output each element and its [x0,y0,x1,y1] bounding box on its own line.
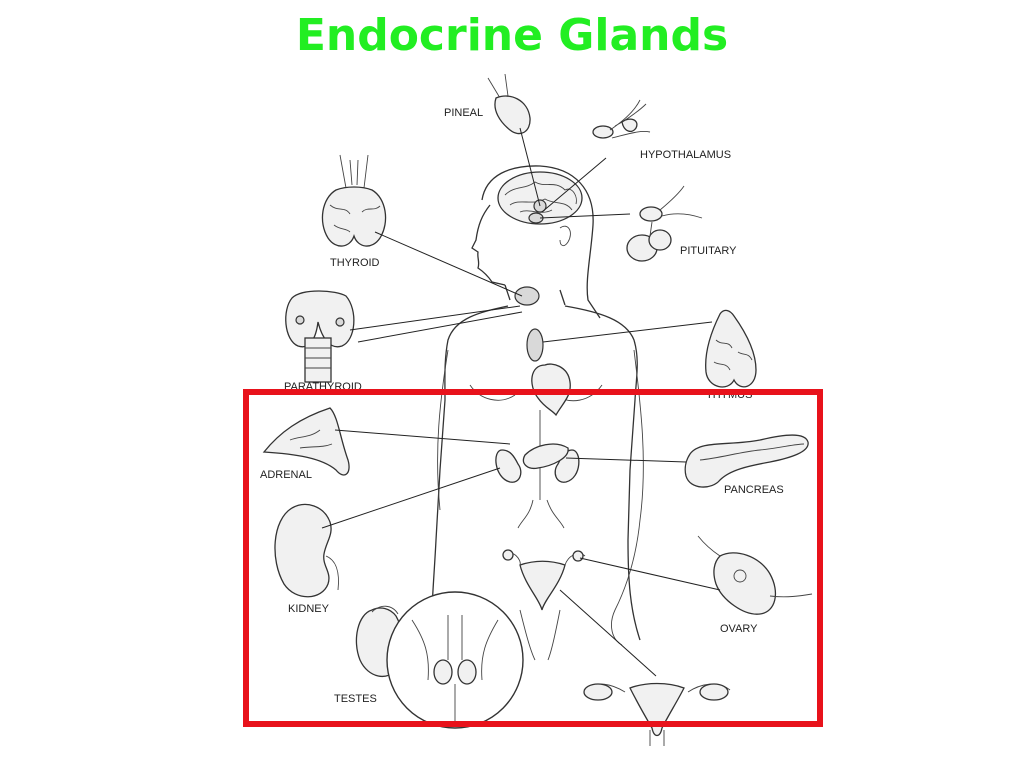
right-arm [611,349,644,646]
left-kidney-in-body [495,449,522,483]
label-adrenal: ADRENAL [260,469,312,481]
hypothalamus-illustration [592,99,651,139]
slide-title: Endocrine Glands [295,10,729,61]
testes-illustration [355,591,524,729]
kidney-illustration [274,503,339,598]
thyroid-illustration [321,154,387,247]
brain [497,171,583,225]
uterus-in-body [519,560,566,611]
label-testes: TESTES [334,693,377,705]
thymus-in-body [526,328,544,362]
ovary-left-in-body [502,549,514,561]
neck [504,284,566,306]
human-body-figure [430,165,644,661]
ovary-illustration [697,535,813,615]
leader-lines [321,127,721,677]
parathyroid-illustration [285,290,355,383]
thymus-illustration [705,309,757,388]
pituitary-illustration [626,185,703,262]
head-outline [481,165,601,319]
pancreas-in-body [522,443,569,470]
thyroid-in-body [514,286,540,306]
label-ovary: OVARY [720,623,758,635]
highlight-box [243,389,823,727]
uterus-illustration [583,682,731,746]
pineal-illustration [487,73,531,135]
ear [559,225,571,247]
label-thyroid: THYROID [330,257,380,269]
label-pancreas: PANCREAS [724,484,784,496]
label-pineal: PINEAL [444,107,483,119]
label-hypothalamus: HYPOTHALAMUS [640,149,731,161]
face-profile [471,204,506,286]
torso-right [564,305,641,641]
label-kidney: KIDNEY [288,603,330,615]
label-pituitary: PITUITARY [680,245,737,257]
ovary-right-in-body [572,550,584,562]
testes-inset-circle [386,591,524,729]
adrenal-illustration [262,407,350,476]
chest-left [469,384,516,401]
left-arm [437,349,449,511]
pancreas-illustration [684,434,809,488]
legs [519,609,561,661]
